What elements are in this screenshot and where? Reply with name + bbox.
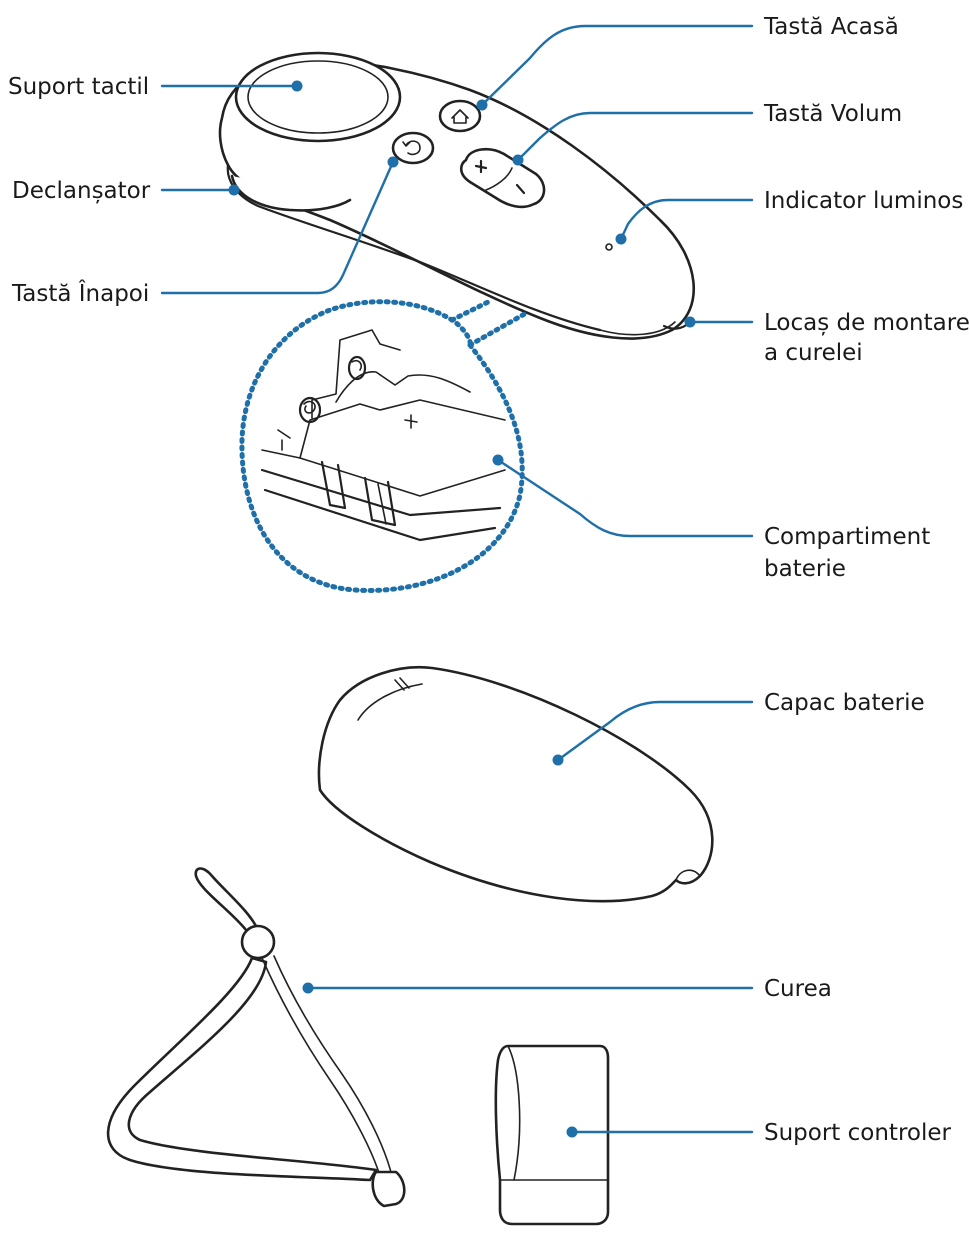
label-battery-compartment-line2: baterie <box>764 556 846 582</box>
controller <box>218 51 696 340</box>
callout-indicator-light <box>619 198 754 241</box>
callout-home-key <box>480 24 754 107</box>
label-battery-compartment-line1: Compartiment <box>764 524 930 550</box>
strap-end-cap <box>371 1170 406 1208</box>
label-back-key: Tastă Înapoi <box>11 279 149 307</box>
label-strap: Curea <box>764 976 832 1002</box>
touchpad <box>234 51 402 143</box>
controller-holder <box>494 1044 610 1226</box>
back-arrow-icon <box>402 140 421 156</box>
indicator-led <box>605 243 613 251</box>
callouts <box>160 24 754 1138</box>
label-touchpad: Suport tactil <box>8 74 149 100</box>
callout-battery-cover <box>556 700 754 762</box>
strap <box>106 867 406 1208</box>
label-battery-cover: Capac baterie <box>764 690 925 716</box>
callout-back-key <box>160 160 395 295</box>
controller-side <box>226 163 602 332</box>
plus-icon <box>474 159 488 174</box>
battery-cover <box>317 666 714 903</box>
home-icon <box>451 109 469 124</box>
label-trigger: Declanșator <box>12 178 151 204</box>
labels: Tastă Acasă Suport tactil Tastă Volum De… <box>8 14 970 1146</box>
label-controller-holder: Suport controler <box>764 1120 952 1146</box>
callout-volume-key <box>516 111 754 162</box>
minus-icon <box>515 183 526 195</box>
back-key[interactable] <box>391 131 435 165</box>
label-strap-hole-line1: Locaș de montare <box>764 310 970 336</box>
home-key[interactable] <box>438 99 482 133</box>
callout-battery-compartment <box>496 458 754 538</box>
zoom-outline <box>239 299 525 593</box>
controller-holder-shape <box>494 1044 610 1226</box>
strap-loop-top <box>194 867 260 932</box>
battery-compartment <box>260 329 506 542</box>
strap-cord <box>106 956 378 1182</box>
label-indicator-light: Indicator luminos <box>764 188 963 214</box>
trigger <box>230 174 352 212</box>
label-strap-hole-line2: a curelei <box>764 340 863 366</box>
strap-bead <box>240 924 276 960</box>
label-volume-key: Tastă Volum <box>763 101 902 127</box>
battery-compartment-zoom <box>239 297 531 593</box>
label-home-key: Tastă Acasă <box>763 14 899 40</box>
